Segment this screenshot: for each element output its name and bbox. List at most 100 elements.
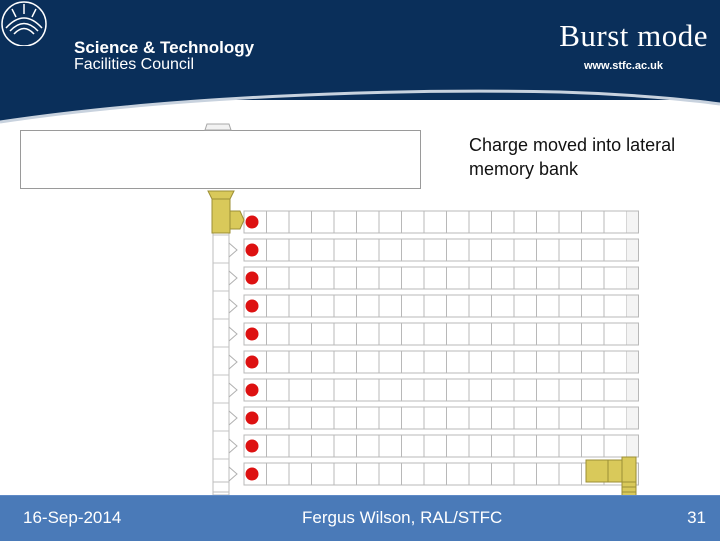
row-output-stub xyxy=(626,266,639,290)
memory-cell xyxy=(468,350,492,374)
memory-cell xyxy=(581,378,605,402)
readout-column xyxy=(211,198,231,234)
memory-cell xyxy=(558,322,582,346)
memory-cell xyxy=(603,238,627,262)
memory-cell xyxy=(603,210,627,234)
memory-cell xyxy=(558,238,582,262)
charge-dot xyxy=(245,299,259,313)
row-arrow xyxy=(228,270,238,286)
memory-cell xyxy=(513,462,537,486)
memory-cell xyxy=(423,434,447,458)
memory-cell xyxy=(536,322,560,346)
memory-cell xyxy=(446,350,470,374)
memory-cell xyxy=(446,462,470,486)
memory-cell xyxy=(603,434,627,458)
charge-dot xyxy=(245,383,259,397)
memory-cell xyxy=(513,322,537,346)
memory-cell xyxy=(266,294,290,318)
charge-dot xyxy=(245,411,259,425)
memory-cell xyxy=(446,378,470,402)
memory-cell xyxy=(333,322,357,346)
memory-cell xyxy=(603,378,627,402)
memory-cell xyxy=(491,238,515,262)
charge-dot xyxy=(245,467,259,481)
row-output-stub xyxy=(626,350,639,374)
memory-cell xyxy=(603,322,627,346)
memory-cell xyxy=(356,210,380,234)
memory-cell xyxy=(558,434,582,458)
memory-cell xyxy=(356,266,380,290)
row-arrow xyxy=(228,410,238,426)
memory-cell xyxy=(536,406,560,430)
row-output-stub xyxy=(626,210,639,234)
row-arrow xyxy=(228,242,238,258)
readout-block xyxy=(585,459,609,483)
memory-cell xyxy=(446,434,470,458)
memory-cell xyxy=(378,266,402,290)
memory-cell xyxy=(603,350,627,374)
row-output-stub xyxy=(626,434,639,458)
memory-cell xyxy=(536,378,560,402)
memory-cell xyxy=(536,210,560,234)
memory-cell xyxy=(401,462,425,486)
memory-cell xyxy=(491,378,515,402)
memory-cell xyxy=(311,462,335,486)
memory-cell xyxy=(266,322,290,346)
header-banner xyxy=(0,0,720,124)
memory-cell xyxy=(423,350,447,374)
memory-cell xyxy=(603,294,627,318)
row-output-stub xyxy=(626,378,639,402)
memory-cell xyxy=(581,350,605,374)
memory-cell xyxy=(581,266,605,290)
memory-cell xyxy=(491,434,515,458)
memory-cell xyxy=(378,238,402,262)
memory-cell xyxy=(423,322,447,346)
memory-cell xyxy=(513,210,537,234)
memory-cell xyxy=(401,294,425,318)
memory-cell xyxy=(378,294,402,318)
memory-cell xyxy=(468,210,492,234)
memory-cell xyxy=(423,406,447,430)
memory-cell xyxy=(288,294,312,318)
memory-cell xyxy=(468,238,492,262)
memory-cell xyxy=(513,406,537,430)
memory-cell xyxy=(311,378,335,402)
memory-cell xyxy=(266,350,290,374)
memory-cell xyxy=(446,294,470,318)
memory-grid xyxy=(212,206,639,496)
memory-cell xyxy=(378,434,402,458)
memory-cell xyxy=(446,406,470,430)
memory-cell xyxy=(513,238,537,262)
memory-cell xyxy=(356,238,380,262)
memory-cell xyxy=(446,322,470,346)
memory-cell xyxy=(288,350,312,374)
memory-cell xyxy=(401,238,425,262)
memory-cell xyxy=(288,210,312,234)
memory-cell xyxy=(468,378,492,402)
memory-cell xyxy=(536,266,560,290)
memory-cell xyxy=(468,294,492,318)
memory-cell xyxy=(378,210,402,234)
memory-cell xyxy=(333,350,357,374)
memory-cell xyxy=(311,238,335,262)
memory-cell xyxy=(311,266,335,290)
memory-cell xyxy=(311,350,335,374)
charge-dot xyxy=(245,271,259,285)
memory-cell xyxy=(468,434,492,458)
readout-arrow xyxy=(229,210,245,230)
memory-cell xyxy=(536,238,560,262)
memory-cell xyxy=(266,210,290,234)
annotation-text: Charge moved into lateral memory bank xyxy=(469,135,676,179)
memory-cell xyxy=(333,266,357,290)
row-output-stub xyxy=(626,238,639,262)
charge-dots xyxy=(245,215,259,481)
memory-cell xyxy=(581,322,605,346)
footer-date: 16-Sep-2014 xyxy=(23,508,122,527)
caption-box xyxy=(20,130,421,189)
memory-cell xyxy=(536,350,560,374)
row-output-stub xyxy=(626,294,639,318)
memory-cell xyxy=(288,378,312,402)
memory-cell xyxy=(333,434,357,458)
memory-cell xyxy=(513,350,537,374)
